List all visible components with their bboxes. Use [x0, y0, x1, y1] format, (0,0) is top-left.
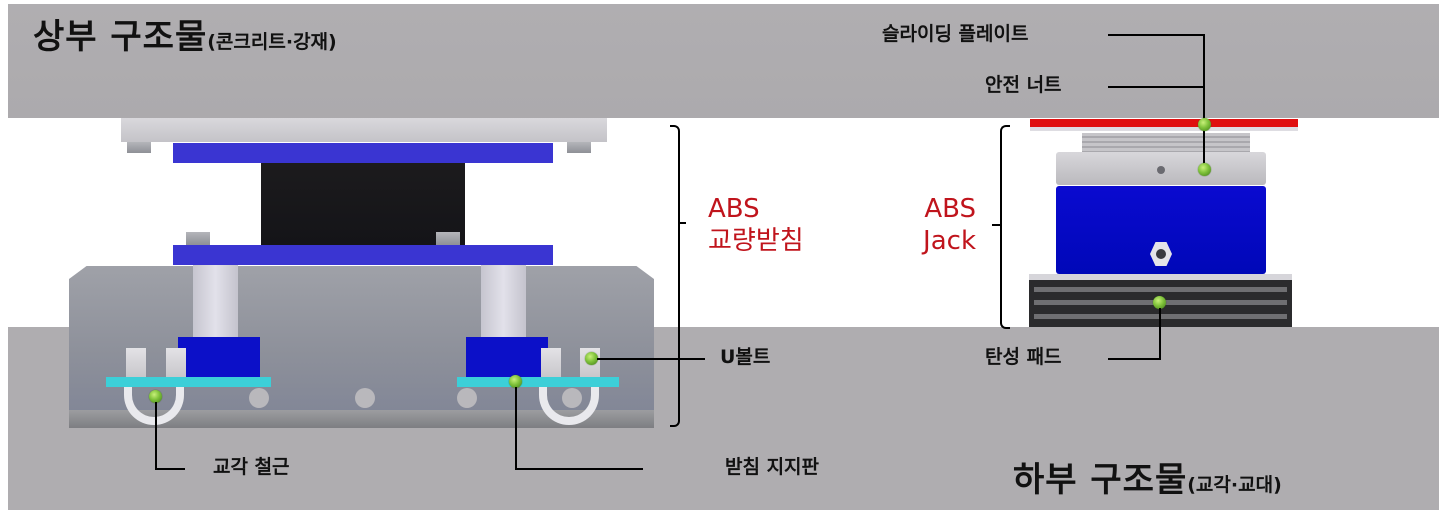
support-column-right [481, 265, 526, 337]
upper-structure-sub: (콘크리트·강재) [207, 31, 337, 53]
support-plate-left [106, 377, 271, 387]
jack-block-left [178, 337, 260, 377]
bearing-brace [670, 125, 680, 427]
upper-structure-title: 상부 구조물(콘크리트·강재) [33, 20, 337, 54]
lower-structure-title: 하부 구조물(교각·교대) [1013, 463, 1282, 497]
jack-brace [1000, 125, 1010, 329]
concrete-floor [69, 410, 654, 428]
upper-structure-main: 상부 구조물 [33, 17, 208, 57]
upper-steel-plate [121, 118, 607, 142]
u-bolt-nut [126, 348, 146, 377]
rebar [562, 388, 582, 408]
leader-line-support-plate-v [515, 387, 517, 470]
leader-line-elastic-pad-h [1108, 358, 1161, 360]
leader-line-u-bolt [597, 358, 705, 360]
nut-pin-hole [1157, 166, 1165, 174]
callout-elastic-pad: 탄성 패드 [985, 346, 1062, 368]
jack-base-strip [1029, 274, 1292, 280]
marker-safety-nut [1198, 163, 1211, 176]
anchor-nut-left [186, 232, 210, 245]
abs-jack-line1: ABS [924, 194, 976, 224]
top-nut-right [567, 142, 591, 153]
leader-line-pier-rebar-h [155, 468, 185, 470]
leader-line-vertical-top [1203, 34, 1205, 168]
support-plate-right [457, 377, 619, 387]
pad-stripe [1034, 287, 1287, 292]
marker-elastic-pad [1153, 296, 1166, 309]
jack-block-right [466, 337, 548, 377]
leader-line-sliding-plate [1108, 34, 1204, 36]
abs-bearing-label: ABS 교량받침 [708, 193, 804, 257]
leader-line-pier-rebar-v [155, 402, 157, 470]
sliding-plate-base [1030, 127, 1298, 131]
marker-pier-rebar [149, 390, 162, 403]
callout-support-plate: 받침 지지판 [725, 456, 820, 478]
upper-bearing-plate [173, 143, 553, 163]
rebar [457, 388, 477, 408]
leader-line-safety-nut [1108, 86, 1204, 88]
callout-safety-nut: 안전 너트 [985, 74, 1062, 96]
abs-bearing-line1: ABS [708, 194, 760, 224]
nut-thread [1082, 133, 1250, 153]
leader-line-support-plate-h [515, 468, 643, 470]
top-nut-left [127, 142, 151, 153]
u-bolt-left [124, 387, 184, 425]
callout-sliding-plate: 슬라이딩 플레이트 [882, 23, 1029, 45]
jack-brace-tip [992, 224, 1000, 226]
abs-jack-label: ABS Jack [908, 193, 976, 257]
lower-structure-sub: (교각·교대) [1187, 474, 1282, 496]
lower-bearing-plate [173, 245, 553, 265]
leader-line-elastic-pad-v [1159, 308, 1161, 360]
anchor-nut-right [436, 232, 460, 245]
rebar [249, 388, 269, 408]
u-bolt-nut [166, 348, 186, 377]
lower-structure-main: 하부 구조물 [1013, 460, 1188, 500]
valve-hole [1156, 249, 1166, 259]
marker-support-plate [509, 375, 522, 388]
callout-u-bolt: U볼트 [720, 346, 771, 368]
u-bolt-right [539, 387, 599, 425]
marker-sliding-plate [1198, 118, 1211, 131]
rebar [355, 388, 375, 408]
abs-bearing-line2: 교량받침 [708, 226, 804, 256]
marker-u-bolt [585, 352, 598, 365]
upper-structure-band [8, 4, 1439, 118]
rubber-core [261, 163, 465, 245]
bearing-brace-tip [678, 222, 686, 224]
abs-jack-line2: Jack [923, 226, 976, 256]
support-column-left [193, 265, 238, 337]
u-bolt-nut [541, 348, 561, 377]
sliding-plate [1030, 119, 1298, 127]
callout-pier-rebar: 교각 철근 [213, 456, 290, 478]
